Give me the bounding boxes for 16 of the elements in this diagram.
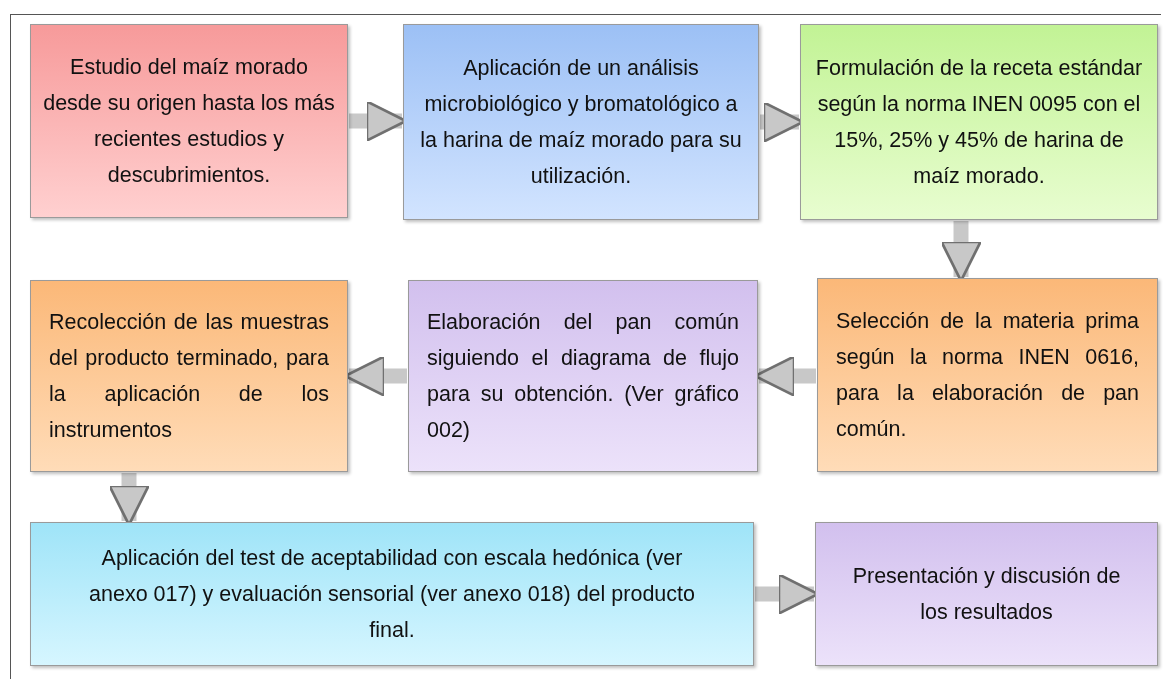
step-text: Recolección de las muestras del producto terminado, para la aplicación de los instrumentos [49, 309, 329, 444]
process-box [815, 522, 1158, 666]
process-box [30, 24, 348, 218]
step-text: Estudio del maíz morado desde su origen hasta los más recientes estudios y descubrimientos. [42, 54, 336, 189]
process-box [30, 522, 754, 666]
step-text: Aplicación de un análisis microbiológico y bromatológico a la harina de maíz morado para su utilización. [419, 55, 743, 190]
step-text: Formulación de la receta estándar según la norma INEN 0095 con el 15%, 25% y 45% de harina de maíz morado. [814, 55, 1144, 190]
process-box [403, 24, 759, 220]
step-text: Elaboración del pan común siguiendo el diagrama de flujo para su obtención. (Ver gráfico 002) [427, 309, 739, 444]
process-box [30, 280, 348, 472]
process-box [817, 278, 1158, 472]
process-box [800, 24, 1158, 220]
process-box [408, 280, 758, 472]
step-text: Presentación y discusión de los resultados [851, 563, 1122, 626]
step-text: Selección de la materia prima según la norma INEN 0616, para la elaboración de pan común. [836, 308, 1139, 443]
step-text: Aplicación del test de aceptabilidad con escala hedónica (ver anexo 017) y evaluación sensorial (ver anexo 018) del producto final. [88, 545, 696, 644]
